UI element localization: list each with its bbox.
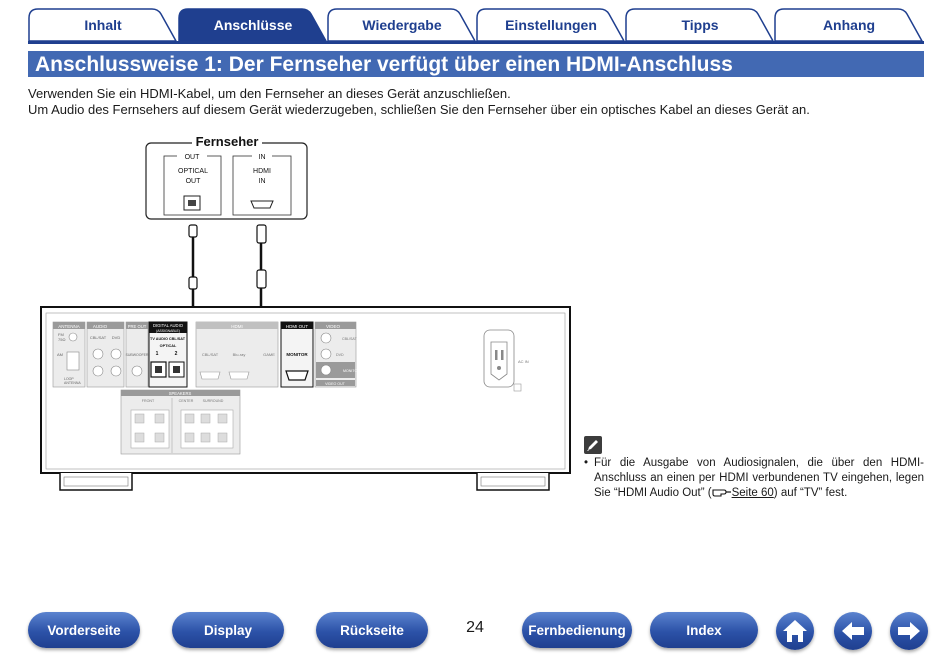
tab-anschluesse[interactable]: Anschlüsse bbox=[178, 8, 328, 42]
tab-tipps[interactable]: Tipps bbox=[625, 8, 775, 42]
svg-text:PRE OUT: PRE OUT bbox=[128, 324, 147, 329]
page-number: 24 bbox=[466, 619, 484, 636]
tv-box: Fernseher OUT OPTICAL OUT IN HDMI IN bbox=[145, 134, 308, 220]
svg-text:2: 2 bbox=[175, 351, 178, 357]
display-button[interactable]: Display bbox=[172, 612, 284, 648]
tab-label: Anhang bbox=[822, 17, 876, 33]
tab-shape bbox=[476, 8, 626, 42]
svg-text:AUDIO: AUDIO bbox=[93, 324, 108, 329]
tab-shape bbox=[625, 8, 775, 42]
svg-text:(ASSIGNABLE): (ASSIGNABLE) bbox=[156, 329, 180, 333]
svg-text:MONITOR: MONITOR bbox=[286, 352, 308, 357]
svg-text:CBL/SAT: CBL/SAT bbox=[342, 337, 358, 341]
svg-text:SPEAKERS: SPEAKERS bbox=[169, 391, 192, 396]
svg-text:AM: AM bbox=[57, 352, 63, 357]
page-title: Anschlussweise 1: Der Fernseher verfügt … bbox=[35, 53, 733, 76]
tab-shape-active bbox=[178, 8, 328, 42]
tab-shape bbox=[327, 8, 477, 42]
svg-text:HDMI: HDMI bbox=[231, 324, 243, 329]
tab-label: Tipps bbox=[681, 17, 719, 33]
tab-underline bbox=[28, 41, 924, 44]
tv-in-label: IN bbox=[259, 154, 266, 161]
receiver: ANTENNA FM 75Ω AM LOOP ANTENNA AUDIO CBL… bbox=[40, 306, 571, 491]
tv-label: Fernseher bbox=[196, 134, 259, 149]
tab-wiedergabe[interactable]: Wiedergabe bbox=[327, 8, 477, 42]
tab-label: Einstellungen bbox=[505, 17, 597, 33]
svg-text:FM: FM bbox=[58, 332, 64, 337]
tab-label: Anschlüsse bbox=[213, 17, 293, 33]
svg-text:CBL/SAT: CBL/SAT bbox=[169, 337, 186, 341]
tab-shape bbox=[774, 8, 924, 42]
forward-button[interactable] bbox=[890, 612, 928, 650]
tv-hdmi-label-1: HDMI bbox=[253, 168, 271, 175]
svg-text:SURROUND: SURROUND bbox=[203, 399, 224, 403]
svg-text:VIDEO OUT: VIDEO OUT bbox=[325, 382, 346, 386]
tab-label: Wiedergabe bbox=[362, 17, 442, 33]
svg-text:LOOP: LOOP bbox=[64, 377, 74, 381]
tab-inhalt[interactable]: Inhalt bbox=[28, 8, 178, 42]
svg-text:TV AUDIO: TV AUDIO bbox=[150, 337, 168, 341]
front-panel-button[interactable]: Vorderseite bbox=[28, 612, 140, 648]
note-bullet: • bbox=[584, 457, 589, 469]
hand-pointer-icon bbox=[712, 487, 732, 497]
tv-optical-label-1: OPTICAL bbox=[178, 168, 208, 175]
svg-text:DVD: DVD bbox=[112, 335, 121, 340]
svg-text:MONITOR: MONITOR bbox=[343, 369, 360, 373]
back-button[interactable] bbox=[834, 612, 872, 650]
tab-einstellungen[interactable]: Einstellungen bbox=[476, 8, 626, 42]
remote-control-button[interactable]: Fernbedienung bbox=[522, 612, 632, 648]
tv-hdmi-port bbox=[250, 200, 274, 209]
pencil-icon bbox=[584, 436, 602, 454]
page-title-bar: Anschlussweise 1: Der Fernseher verfügt … bbox=[28, 51, 924, 77]
tv-optical-port-inner bbox=[188, 200, 196, 206]
svg-text:GAME: GAME bbox=[263, 352, 275, 357]
tab-shape bbox=[28, 8, 178, 42]
home-button[interactable] bbox=[776, 612, 814, 650]
connection-diagram: Fernseher OUT OPTICAL OUT IN HDMI IN bbox=[40, 134, 571, 491]
svg-text:DVD: DVD bbox=[336, 353, 344, 357]
page-60-link[interactable]: Seite 60 bbox=[731, 487, 774, 499]
panel-antenna-label: ANTENNA bbox=[58, 324, 80, 329]
svg-text:VIDEO: VIDEO bbox=[326, 324, 341, 329]
svg-text:CENTER: CENTER bbox=[179, 399, 194, 403]
svg-text:AC IN: AC IN bbox=[518, 359, 529, 364]
tab-anhang[interactable]: Anhang bbox=[774, 8, 924, 42]
note: • Für die Ausgabe von Audiosignalen, die… bbox=[584, 456, 924, 501]
svg-text:SUBWOOFER: SUBWOOFER bbox=[126, 353, 149, 357]
svg-text:CBL/SAT: CBL/SAT bbox=[202, 352, 219, 357]
tv-hdmi-label-2: IN bbox=[259, 178, 266, 185]
intro-line-1: Verwenden Sie ein HDMI-Kabel, um den Fer… bbox=[28, 86, 511, 101]
svg-text:75Ω: 75Ω bbox=[58, 337, 65, 342]
svg-text:HDMI OUT: HDMI OUT bbox=[286, 324, 308, 329]
tab-label: Inhalt bbox=[84, 17, 122, 33]
tab-bar: Inhalt Anschlüsse Wiedergabe Einstellung… bbox=[28, 8, 924, 44]
svg-text:FRONT: FRONT bbox=[142, 399, 155, 403]
note-text-after: ) auf “TV” fest. bbox=[773, 487, 848, 499]
home-icon bbox=[783, 620, 807, 642]
arrow-left-icon bbox=[842, 622, 864, 640]
intro-line-2: Um Audio des Fernsehers auf diesem Gerät… bbox=[28, 102, 810, 117]
tv-out-label: OUT bbox=[185, 154, 201, 161]
tv-optical-label-2: OUT bbox=[186, 178, 202, 185]
note-text-before: Für die Ausgabe von Audiosignalen, die ü… bbox=[594, 457, 924, 499]
svg-text:Blu-ray: Blu-ray bbox=[233, 352, 246, 357]
index-button[interactable]: Index bbox=[650, 612, 758, 648]
svg-text:CBL/SAT: CBL/SAT bbox=[90, 335, 107, 340]
rear-panel-button[interactable]: Rückseite bbox=[316, 612, 428, 648]
arrow-right-icon bbox=[898, 622, 920, 640]
svg-text:OPTICAL: OPTICAL bbox=[160, 344, 177, 348]
svg-text:ANTENNA: ANTENNA bbox=[64, 381, 81, 385]
svg-text:DIGITAL AUDIO: DIGITAL AUDIO bbox=[153, 323, 184, 328]
svg-text:1: 1 bbox=[156, 351, 159, 357]
